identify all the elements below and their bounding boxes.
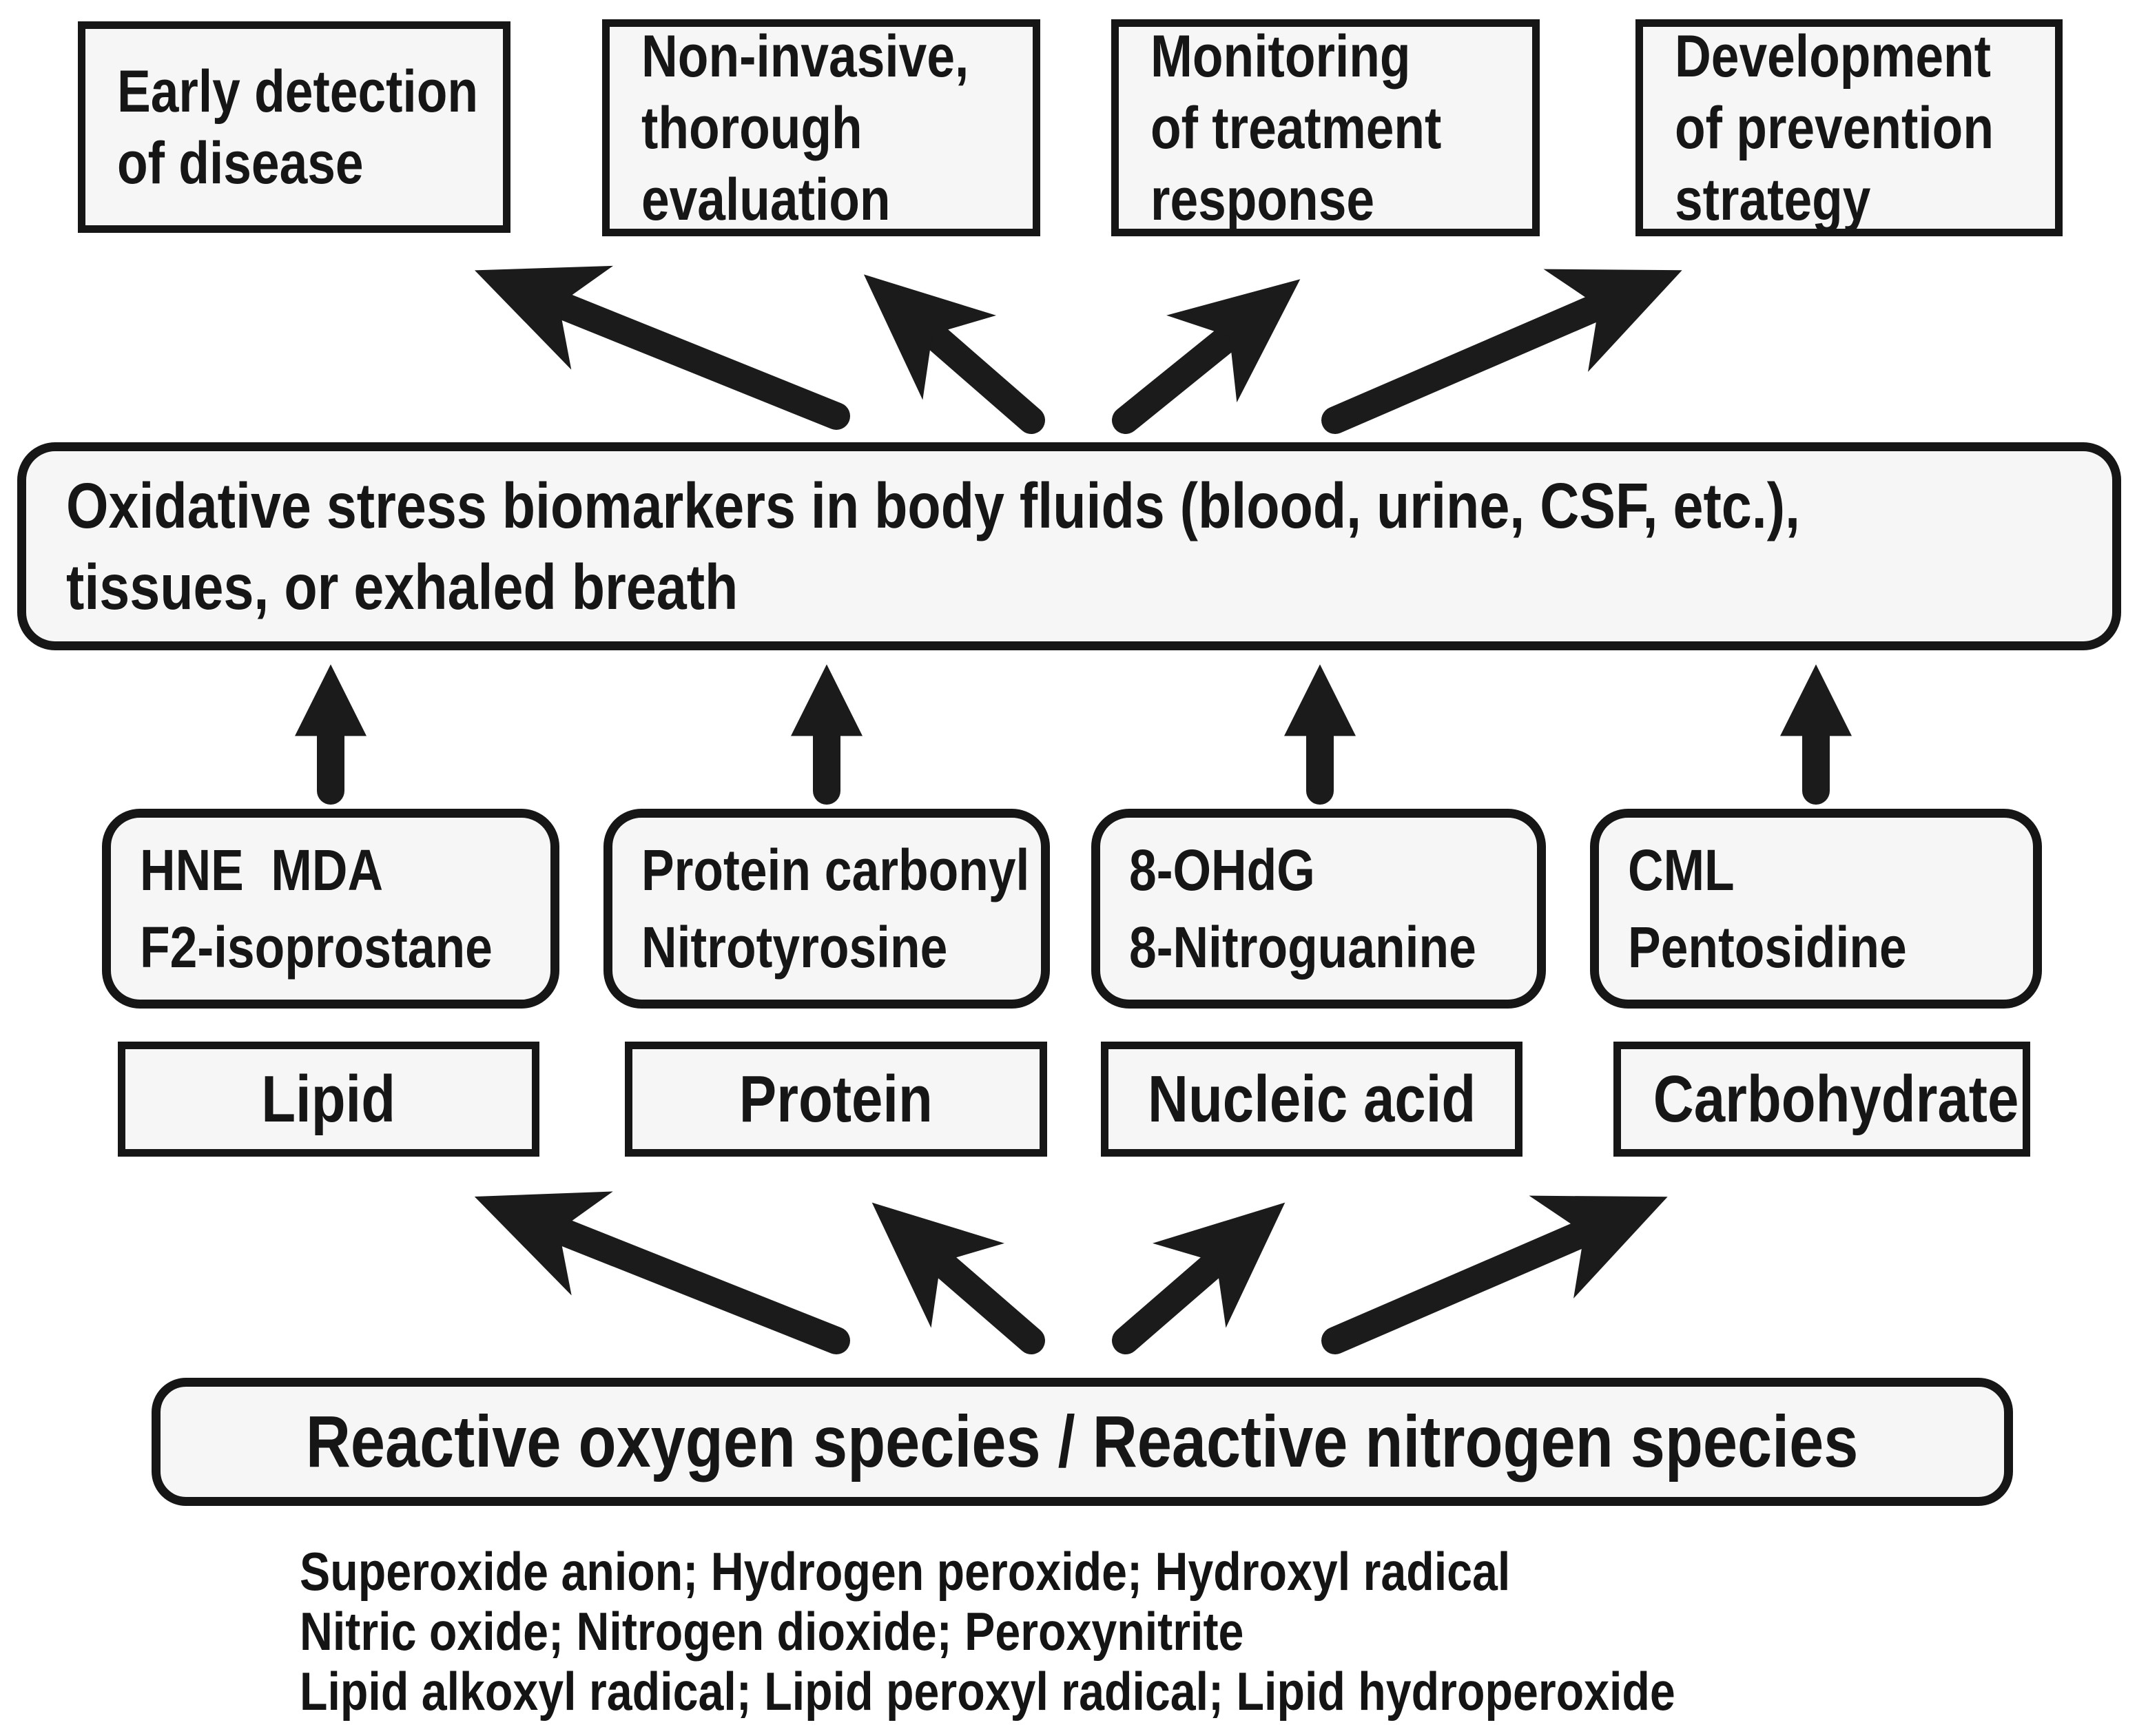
arrow-source-to-nucleic-acid-icon bbox=[1112, 1202, 1286, 1354]
species-line: Lipid alkoxyl radical; Lipid peroxyl rad… bbox=[300, 1661, 1675, 1722]
outcome-box-prevention-strategy: Development of prevention strategy bbox=[1635, 19, 2063, 236]
arrow-source-to-carbohydrate-icon bbox=[1321, 1195, 1668, 1354]
arrow-pool-to-evaluation-icon bbox=[863, 274, 1045, 434]
outcome-text: Early detection bbox=[117, 58, 479, 125]
outcome-text: response bbox=[1150, 166, 1375, 233]
arrow-pool-to-early-detection-icon bbox=[475, 265, 850, 430]
species-line: Superoxide anion; Hydrogen peroxide; Hyd… bbox=[300, 1541, 1511, 1602]
arrow-pool-to-monitoring-icon bbox=[1112, 279, 1301, 434]
outcome-text: strategy bbox=[1675, 166, 1871, 233]
marker-box-lipid-markers: HNE MDA F2-isoprostane bbox=[102, 809, 559, 1009]
target-label: Protein bbox=[739, 1062, 933, 1136]
target-box-nucleic-acid: Nucleic acid bbox=[1101, 1042, 1522, 1157]
arrow-source-to-lipid-icon bbox=[474, 1191, 850, 1354]
biomarker-pool-box: Oxidative stress biomarkers in body flui… bbox=[17, 442, 2121, 650]
ros-rns-label: Reactive oxygen species / Reactive nitro… bbox=[306, 1401, 1859, 1482]
target-label: Carbohydrate bbox=[1653, 1062, 2019, 1136]
marker-box-protein-markers: Protein carbonyl Nitrotyrosine bbox=[603, 809, 1050, 1009]
outcome-text: Non-invasive, bbox=[641, 23, 969, 90]
outcome-box-early-detection: Early detection of disease bbox=[78, 21, 510, 233]
target-box-lipid: Lipid bbox=[118, 1042, 539, 1157]
species-list: Superoxide anion; Hydrogen peroxide; Hyd… bbox=[300, 1542, 1918, 1722]
arrow-source-to-protein-icon bbox=[871, 1202, 1045, 1354]
marker-box-carbohydrate-markers: CML Pentosidine bbox=[1590, 809, 2042, 1009]
outcome-text: evaluation bbox=[641, 166, 891, 233]
outcome-box-treatment-monitoring: Monitoring of treatment response bbox=[1111, 19, 1540, 236]
marker-text: Pentosidine bbox=[1628, 915, 1907, 980]
target-box-protein: Protein bbox=[625, 1042, 1047, 1157]
outcome-text: of treatment bbox=[1150, 94, 1442, 161]
ros-rns-source-box: Reactive oxygen species / Reactive nitro… bbox=[152, 1378, 2013, 1506]
species-line: Nitric oxide; Nitrogen dioxide; Peroxyni… bbox=[300, 1601, 1244, 1662]
arrow-pool-to-prevention-icon bbox=[1321, 269, 1682, 434]
biomarker-pool-text: Oxidative stress biomarkers in body flui… bbox=[66, 470, 1800, 541]
outcome-text: of prevention bbox=[1675, 94, 1994, 161]
outcome-text: of disease bbox=[117, 130, 364, 196]
biomarker-pool-text: tissues, or exhaled breath bbox=[66, 551, 739, 623]
target-label: Lipid bbox=[261, 1062, 396, 1136]
marker-box-nucleic-acid-markers: 8-OHdG 8-Nitroguanine bbox=[1091, 809, 1546, 1009]
outcome-box-noninvasive-evaluation: Non-invasive, thorough evaluation bbox=[602, 19, 1040, 236]
marker-text: 8-OHdG bbox=[1129, 838, 1315, 902]
outcome-text: Development bbox=[1675, 23, 1992, 90]
marker-text: Nitrotyrosine bbox=[641, 915, 948, 980]
outcome-text: thorough bbox=[641, 94, 863, 161]
marker-text: Protein carbonyl bbox=[641, 838, 1030, 902]
target-box-carbohydrate: Carbohydrate bbox=[1613, 1042, 2030, 1157]
marker-text: 8-Nitroguanine bbox=[1129, 915, 1476, 980]
target-label: Nucleic acid bbox=[1147, 1062, 1476, 1136]
outcome-text: Monitoring bbox=[1150, 23, 1411, 90]
marker-text: HNE MDA bbox=[140, 838, 384, 902]
marker-text: CML bbox=[1628, 838, 1735, 902]
marker-text: F2-isoprostane bbox=[140, 915, 493, 980]
